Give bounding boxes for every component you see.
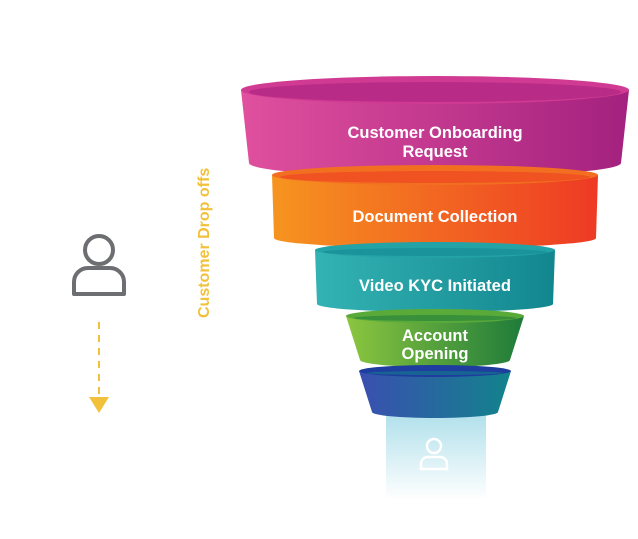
funnel-stage-3: Video KYC Initiated (315, 242, 555, 312)
funnel-stage-label: Account (402, 327, 469, 345)
funnel-stage-opening (323, 248, 547, 256)
funnel-stage-body (315, 250, 555, 312)
funnel-stage-label: Video KYC Initiated (359, 277, 511, 295)
funnel-stage-label: Customer Onboarding (347, 124, 522, 142)
funnel-stage-label: Opening (402, 345, 469, 363)
customer-drop-offs-label: Customer Drop offs (196, 168, 213, 318)
funnel-stage-5 (359, 365, 511, 418)
output-user-icon (419, 437, 449, 471)
funnel-stage-body (241, 90, 629, 177)
funnel-stage-body (272, 175, 598, 248)
funnel-stage-body (346, 316, 524, 367)
funnel-stage-opening (367, 371, 503, 375)
funnel-stage-2: Document Collection (272, 165, 598, 248)
funnel-stage-opening (354, 315, 516, 321)
dropoff-user-icon (72, 234, 126, 296)
arrow-down-icon (89, 397, 109, 413)
funnel-stage-label: Request (402, 143, 468, 161)
funnel-stage-opening (280, 171, 590, 183)
funnel-stage-opening (249, 82, 621, 102)
funnel-stage-label: Document Collection (352, 208, 517, 226)
funnel-stage-body (359, 371, 511, 418)
